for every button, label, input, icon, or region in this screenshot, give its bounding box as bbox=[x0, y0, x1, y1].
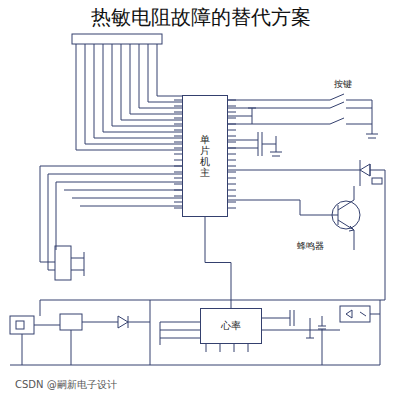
crystal bbox=[228, 132, 282, 156]
capacitor bbox=[228, 108, 256, 124]
section-label: 按键 bbox=[333, 78, 353, 91]
header-wire bbox=[130, 44, 182, 114]
small-ic bbox=[55, 246, 71, 280]
header-wire bbox=[85, 44, 182, 144]
power-rail bbox=[10, 300, 385, 365]
chip-pin bbox=[234, 344, 235, 352]
bus-wires bbox=[40, 166, 56, 270]
header-wire bbox=[76, 44, 182, 150]
title: 热敏电阻故障的替代方案 bbox=[0, 4, 402, 31]
pin-header bbox=[72, 34, 162, 44]
node-label: 心率 bbox=[221, 320, 241, 332]
led-symbol bbox=[118, 316, 200, 345]
header-wire bbox=[103, 44, 182, 132]
bus-wires bbox=[40, 166, 182, 206]
section-label: 蜂鸣器 bbox=[296, 240, 325, 253]
switch-symbol bbox=[228, 94, 378, 138]
chip-pin bbox=[248, 344, 249, 352]
chip-pin bbox=[220, 344, 221, 352]
module bbox=[60, 314, 82, 330]
transistor-symbol bbox=[332, 201, 360, 229]
wire-connector bbox=[205, 217, 231, 308]
small-ic-pins bbox=[71, 252, 84, 276]
ic-chip: 心率 bbox=[200, 308, 262, 344]
node-label: 单片机主 bbox=[200, 134, 210, 178]
capacitor bbox=[262, 310, 340, 365]
header-wire bbox=[94, 44, 182, 138]
chip-pin bbox=[206, 344, 207, 352]
led-symbol bbox=[228, 160, 385, 300]
header-wire bbox=[139, 44, 182, 108]
wire bbox=[71, 322, 118, 365]
optocoupler bbox=[346, 310, 380, 318]
header-wire bbox=[148, 44, 182, 102]
watermark: CSDN @嗣新电子设计 bbox=[14, 378, 118, 392]
regulator bbox=[16, 321, 24, 329]
optocoupler bbox=[340, 306, 370, 322]
header-wire bbox=[112, 44, 182, 126]
header-wire bbox=[157, 44, 182, 96]
regulator bbox=[10, 316, 34, 334]
mcu-chip: 单片机主 bbox=[182, 95, 228, 217]
transistor-symbol bbox=[228, 186, 354, 250]
wire bbox=[22, 300, 60, 365]
header-wire bbox=[121, 44, 182, 120]
resistor-symbol bbox=[372, 178, 382, 184]
